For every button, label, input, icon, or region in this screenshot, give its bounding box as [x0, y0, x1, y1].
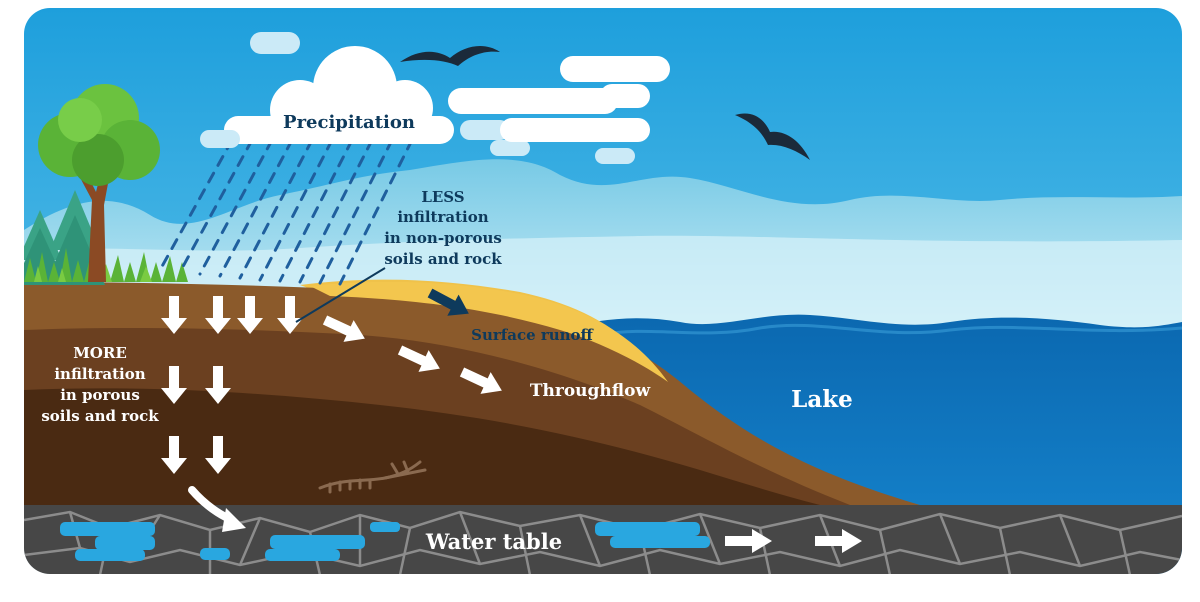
less-infiltration-line: soils and rock	[384, 250, 502, 268]
arrow-icon	[322, 315, 502, 394]
arrow-icon	[161, 296, 303, 474]
less-infiltration-line: in non-porous	[384, 229, 502, 247]
groundwater-pools	[60, 522, 710, 561]
grass	[24, 248, 188, 282]
runoff-arrow-icon	[427, 288, 469, 316]
rain	[158, 138, 414, 286]
bird-icon	[735, 113, 810, 160]
throughflow-label: Throughflow	[530, 381, 651, 401]
bird-icon	[400, 46, 500, 66]
surface-runoff-label: Surface runoff	[471, 326, 594, 344]
less-infiltration-line: LESS	[421, 188, 464, 206]
lake-label: Lake	[791, 386, 853, 413]
cloud-icon	[224, 46, 454, 144]
less-infiltration-line: infiltration	[397, 208, 488, 226]
leader-line	[295, 267, 386, 323]
soil-layer-deep	[24, 388, 820, 505]
fossil-icon	[318, 460, 427, 494]
tree-icon	[38, 84, 160, 282]
arrow-icon	[222, 508, 246, 532]
water-table-label: Water table	[425, 529, 562, 554]
more-infiltration-line: MORE	[73, 344, 127, 362]
less-infiltration-label: LESS infiltration in non-porous soils an…	[384, 188, 502, 268]
more-infiltration-line: infiltration	[54, 365, 145, 383]
more-infiltration-line: in porous	[60, 386, 140, 404]
more-infiltration-line: soils and rock	[41, 407, 159, 425]
cloud-large-icon	[448, 56, 670, 142]
cloud-small-icon	[200, 32, 635, 164]
arrow-icon	[725, 529, 862, 553]
precipitation-label: Precipitation	[283, 112, 415, 133]
lake-wave	[599, 323, 1182, 337]
more-infiltration-label: MORE infiltration in porous soils and ro…	[41, 344, 159, 425]
